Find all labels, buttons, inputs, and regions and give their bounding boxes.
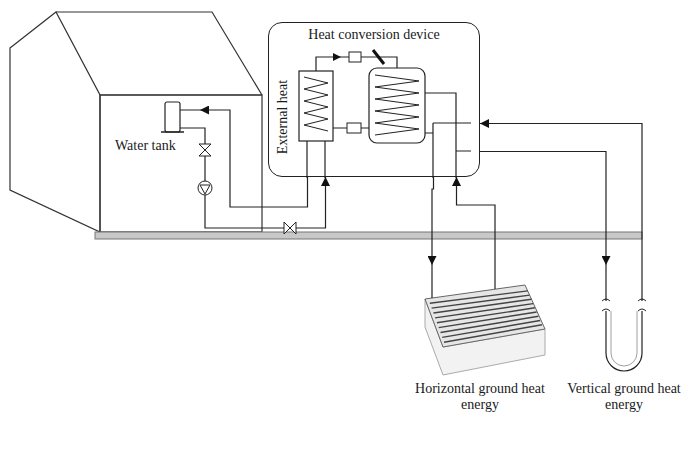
condenser-coil-box xyxy=(299,71,333,141)
pipe-connector xyxy=(200,128,326,228)
collector-pipe xyxy=(432,265,495,298)
collector-tubes xyxy=(430,291,542,342)
valve-symbol xyxy=(284,222,290,234)
component-label: Horizontal ground heat energy xyxy=(405,381,555,413)
tank-body xyxy=(165,102,180,132)
refrigerant-line xyxy=(316,57,397,128)
ground-bar xyxy=(95,232,642,239)
pump-symbol xyxy=(198,181,212,195)
pipe-connector xyxy=(457,177,496,265)
house-roof xyxy=(56,12,262,95)
ground-exchanger-node: Vertical ground heat energy xyxy=(562,265,686,413)
valve-symbol xyxy=(199,144,211,150)
tank-symbol xyxy=(115,100,200,134)
valve-symbol xyxy=(199,150,211,156)
valve-box xyxy=(349,52,361,62)
pipe-connector xyxy=(480,152,606,266)
brine-pipe xyxy=(425,93,471,178)
compressor-symbol xyxy=(373,50,384,64)
collector-panel xyxy=(425,285,545,347)
valve-symbol xyxy=(290,222,296,234)
evaporator-coil xyxy=(375,75,419,135)
house-side xyxy=(10,12,100,232)
vertical-borehole xyxy=(562,265,686,377)
horizontal-collector xyxy=(405,265,555,377)
component-label: Vertical ground heat energy xyxy=(562,381,686,413)
water-pipe xyxy=(307,141,325,178)
house-front xyxy=(100,95,262,232)
u-tube xyxy=(606,265,642,371)
pipe-connector xyxy=(432,177,434,265)
component-label: Water tank xyxy=(115,138,200,154)
condenser-coil xyxy=(304,77,328,131)
tank-base xyxy=(161,131,184,133)
pipe-connector xyxy=(480,124,642,266)
device-title: Heat conversion device xyxy=(269,27,479,43)
device-box: Heat conversion deviceExternal heat xyxy=(268,22,480,177)
tank-node: Water tank xyxy=(115,100,200,154)
expansion-valve xyxy=(347,123,361,133)
ground-exchanger-node: Horizontal ground heat energy xyxy=(405,265,555,413)
tank-pipe xyxy=(180,110,200,128)
side-label: External heat xyxy=(275,80,291,154)
evaporator-coil-box xyxy=(369,68,425,143)
u-tube-inner xyxy=(611,311,637,366)
flow-arrow xyxy=(333,53,341,61)
break-mark xyxy=(602,299,646,311)
device-internals xyxy=(269,23,479,176)
pump-symbol xyxy=(200,185,210,194)
